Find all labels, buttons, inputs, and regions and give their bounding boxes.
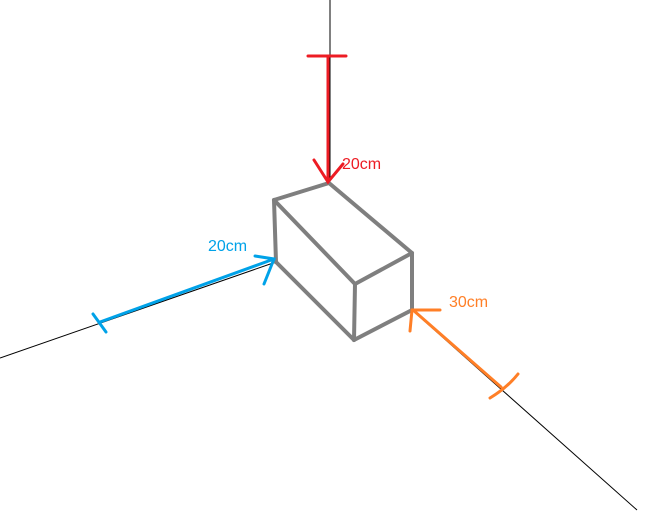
height-dimension-arrow xyxy=(306,54,348,185)
width-dimension-arrow xyxy=(91,254,277,334)
length-label: 30cm xyxy=(449,294,488,311)
box xyxy=(272,181,414,342)
axes xyxy=(0,0,638,511)
width-label: 20cm xyxy=(208,238,247,255)
left-axis xyxy=(0,261,277,359)
height-label: 20cm xyxy=(342,156,381,173)
length-dimension-arrow xyxy=(408,308,520,400)
